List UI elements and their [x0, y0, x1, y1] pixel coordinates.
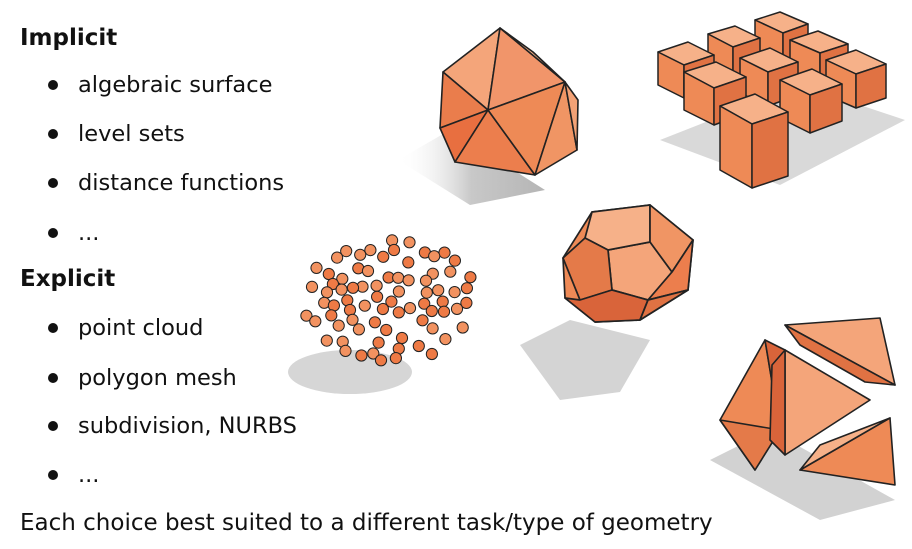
- list-item: level sets: [48, 121, 185, 147]
- point-sphere: [439, 333, 452, 346]
- point-sphere: [309, 315, 322, 328]
- point-sphere: [403, 302, 417, 315]
- point-sphere: [310, 261, 323, 274]
- point-sphere: [426, 322, 439, 335]
- item-label: polygon mesh: [78, 365, 237, 391]
- item-label: distance functions: [78, 170, 285, 196]
- item-label: ...: [78, 220, 100, 246]
- point-sphere: [325, 309, 338, 322]
- point-sphere: [385, 295, 398, 308]
- point-sphere: [437, 305, 451, 318]
- point-sphere: [331, 251, 344, 264]
- list-item: algebraic surface: [48, 72, 272, 98]
- point-sphere: [420, 286, 433, 299]
- bullet-icon: [48, 178, 58, 188]
- point-sphere: [332, 319, 345, 332]
- point-sphere: [327, 299, 340, 312]
- point-sphere: [392, 306, 405, 319]
- point-sphere: [380, 323, 393, 337]
- implicit-heading: Implicit: [20, 25, 118, 51]
- point-sphere: [354, 248, 367, 261]
- point-sphere: [460, 296, 473, 309]
- point-sphere: [438, 246, 451, 259]
- item-label: point cloud: [78, 315, 204, 341]
- point-sphere: [432, 284, 445, 297]
- point-sphere: [377, 250, 390, 263]
- list-item: subdivision, NURBS: [48, 413, 297, 439]
- item-label: ...: [78, 462, 100, 488]
- item-label: algebraic surface: [78, 72, 273, 98]
- point-sphere: [300, 309, 313, 322]
- bullet-icon: [48, 129, 58, 139]
- bullet-icon: [48, 323, 58, 333]
- point-sphere: [448, 286, 461, 299]
- list-item: polygon mesh: [48, 365, 237, 391]
- point-sphere: [346, 313, 359, 326]
- point-sphere: [305, 280, 319, 293]
- footer-caption: Each choice best suited to a different t…: [20, 510, 713, 536]
- point-sphere: [402, 274, 415, 287]
- point-cloud-spheres: [288, 234, 477, 394]
- point-sphere: [370, 279, 383, 292]
- point-sphere: [402, 256, 415, 269]
- item-label: subdivision, NURBS: [78, 413, 297, 439]
- point-sphere: [368, 316, 381, 329]
- icosahedron-shape: [398, 27, 579, 205]
- point-sphere: [416, 314, 429, 327]
- point-sphere: [425, 304, 438, 318]
- list-item: ...: [48, 220, 99, 246]
- point-sphere: [392, 285, 405, 298]
- list-item: point cloud: [48, 315, 203, 341]
- point-sphere: [340, 245, 353, 258]
- list-item: distance functions: [48, 170, 284, 196]
- point-sphere: [460, 282, 473, 295]
- point-sphere: [444, 265, 457, 278]
- point-sphere: [326, 277, 339, 291]
- point-sphere: [374, 354, 388, 367]
- point-sphere: [395, 331, 409, 345]
- point-sphere: [450, 302, 464, 315]
- list-item: ...: [48, 462, 99, 488]
- point-sphere: [376, 302, 389, 316]
- exploded-tetrahedra: [710, 317, 896, 520]
- bullet-icon: [48, 228, 58, 238]
- dodecahedron-shape: [520, 204, 694, 400]
- point-sphere: [372, 336, 385, 349]
- point-sphere: [339, 344, 352, 357]
- point-sphere: [320, 334, 333, 347]
- point-sphere: [448, 254, 461, 267]
- point-sphere: [364, 244, 377, 257]
- point-sphere: [355, 349, 368, 362]
- point-sphere: [361, 264, 375, 278]
- point-sphere: [425, 347, 438, 361]
- bullet-icon: [48, 421, 58, 431]
- point-sphere: [352, 323, 365, 336]
- point-sphere: [418, 297, 431, 310]
- item-label: level sets: [78, 121, 185, 147]
- point-sphere: [320, 286, 334, 299]
- point-sphere: [412, 339, 425, 353]
- point-sphere: [389, 352, 402, 365]
- point-sphere: [419, 274, 433, 287]
- point-sphere: [456, 321, 469, 334]
- point-sphere: [367, 347, 380, 360]
- point-sphere: [387, 243, 401, 257]
- point-sphere: [464, 271, 477, 284]
- point-sphere: [428, 250, 441, 263]
- point-sphere: [371, 290, 384, 303]
- point-sphere: [403, 236, 416, 249]
- voxel-cube-grid: [657, 11, 905, 189]
- point-sphere: [358, 299, 371, 312]
- bullet-icon: [48, 373, 58, 383]
- explicit-heading: Explicit: [20, 266, 116, 292]
- bullet-icon: [48, 470, 58, 480]
- point-sphere: [392, 271, 405, 284]
- bullet-icon: [48, 80, 58, 90]
- point-sphere: [346, 281, 360, 294]
- point-sphere: [335, 283, 348, 296]
- point-sphere: [436, 295, 449, 308]
